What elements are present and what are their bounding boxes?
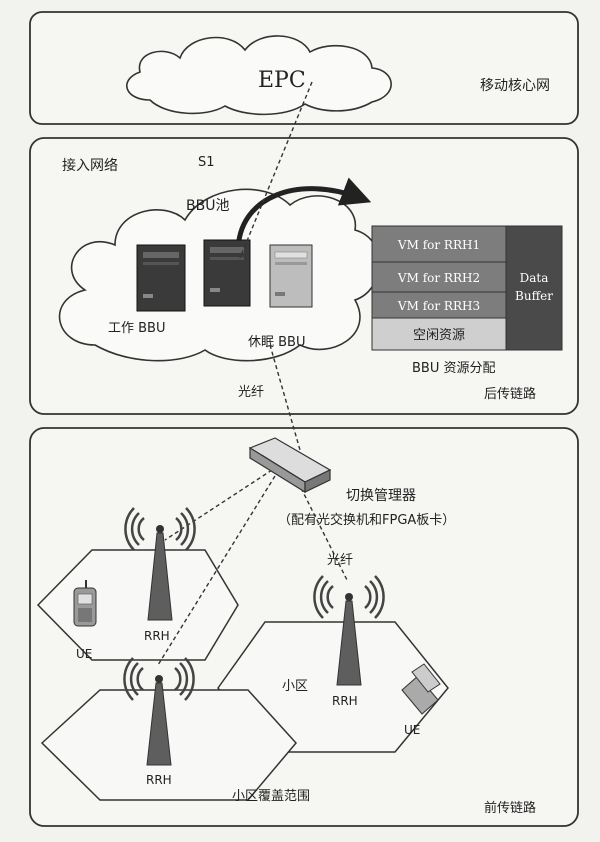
fronthaul-label: 前传链路 — [484, 800, 536, 816]
idle-resource-label: 空闲资源 — [413, 328, 465, 343]
epc-label: EPC — [258, 68, 306, 93]
epc-cloud — [126, 35, 392, 116]
backhaul-label: 后传链路 — [484, 386, 536, 402]
switch-manager-label: 切换管理器 — [346, 487, 416, 504]
s1-label: S1 — [198, 155, 215, 170]
bbu-allocation-caption: BBU 资源分配 — [412, 361, 496, 376]
allocation-arrow — [235, 177, 372, 253]
vm-rrh3-block — [371, 291, 507, 319]
cell-coverage-label: 小区覆盖范围 — [232, 789, 310, 804]
backhaul-fiber-label: 光纤 — [238, 385, 264, 400]
rrh-label-1: RRH — [144, 629, 170, 643]
data-buffer-label-line1: Data — [520, 271, 549, 285]
fiber-links — [157, 81, 349, 666]
working-bbu-label: 工作 BBU — [108, 321, 166, 336]
ue-label-2: UE — [404, 723, 420, 737]
rrh-tower-2 — [123, 657, 195, 766]
vm-rrh3-label: VM for RRH3 — [397, 299, 480, 313]
bbu-resource-allocation: VM for RRH1 VM for RRH2 VM for RRH3 空闲资源… — [371, 225, 563, 376]
rrh-label-3: RRH — [332, 694, 358, 708]
cell-hexagon-1 — [36, 549, 239, 661]
rrh-tower-1 — [124, 507, 196, 621]
ue-phone-2 — [401, 663, 441, 715]
access-network-panel: 接入网络 S1 BBU池 工作 BBU 休眠 BBU — [29, 137, 579, 415]
cell-label: 小区 — [282, 679, 308, 694]
access-network-title: 接入网络 — [62, 157, 118, 174]
rrh-label-2: RRH — [146, 773, 172, 787]
sleeping-bbu-label: 休眠 BBU — [248, 335, 306, 350]
working-bbu-server-2 — [203, 239, 251, 307]
sleeping-bbu-server — [269, 244, 313, 308]
data-buffer-label-line2: Buffer — [515, 289, 553, 303]
core-network-label: 移动核心网 — [480, 78, 550, 94]
fronthaul-fiber-label: 光纤 — [327, 553, 353, 568]
idle-resource-block — [371, 317, 507, 351]
vm-rrh2-block — [371, 261, 507, 293]
working-bbu-server-1 — [136, 244, 186, 312]
vm-rrh1-label: VM for RRH1 — [397, 238, 480, 252]
core-network-panel: EPC 移动核心网 — [29, 11, 579, 125]
rrh-tower-3 — [313, 575, 385, 686]
ue-phone-1 — [73, 580, 97, 627]
switch-manager-sublabel: （配有光交换机和FPGA板卡） — [278, 512, 455, 528]
fronthaul-panel: 切换管理器 （配有光交换机和FPGA板卡） 光纤 RRH RRH RRH — [29, 81, 579, 827]
data-buffer-block — [505, 225, 563, 351]
switch-manager-device — [248, 437, 332, 494]
ue-label-1: UE — [76, 647, 92, 661]
vm-rrh2-label: VM for RRH2 — [397, 271, 480, 285]
bbu-pool-label: BBU池 — [186, 198, 229, 214]
